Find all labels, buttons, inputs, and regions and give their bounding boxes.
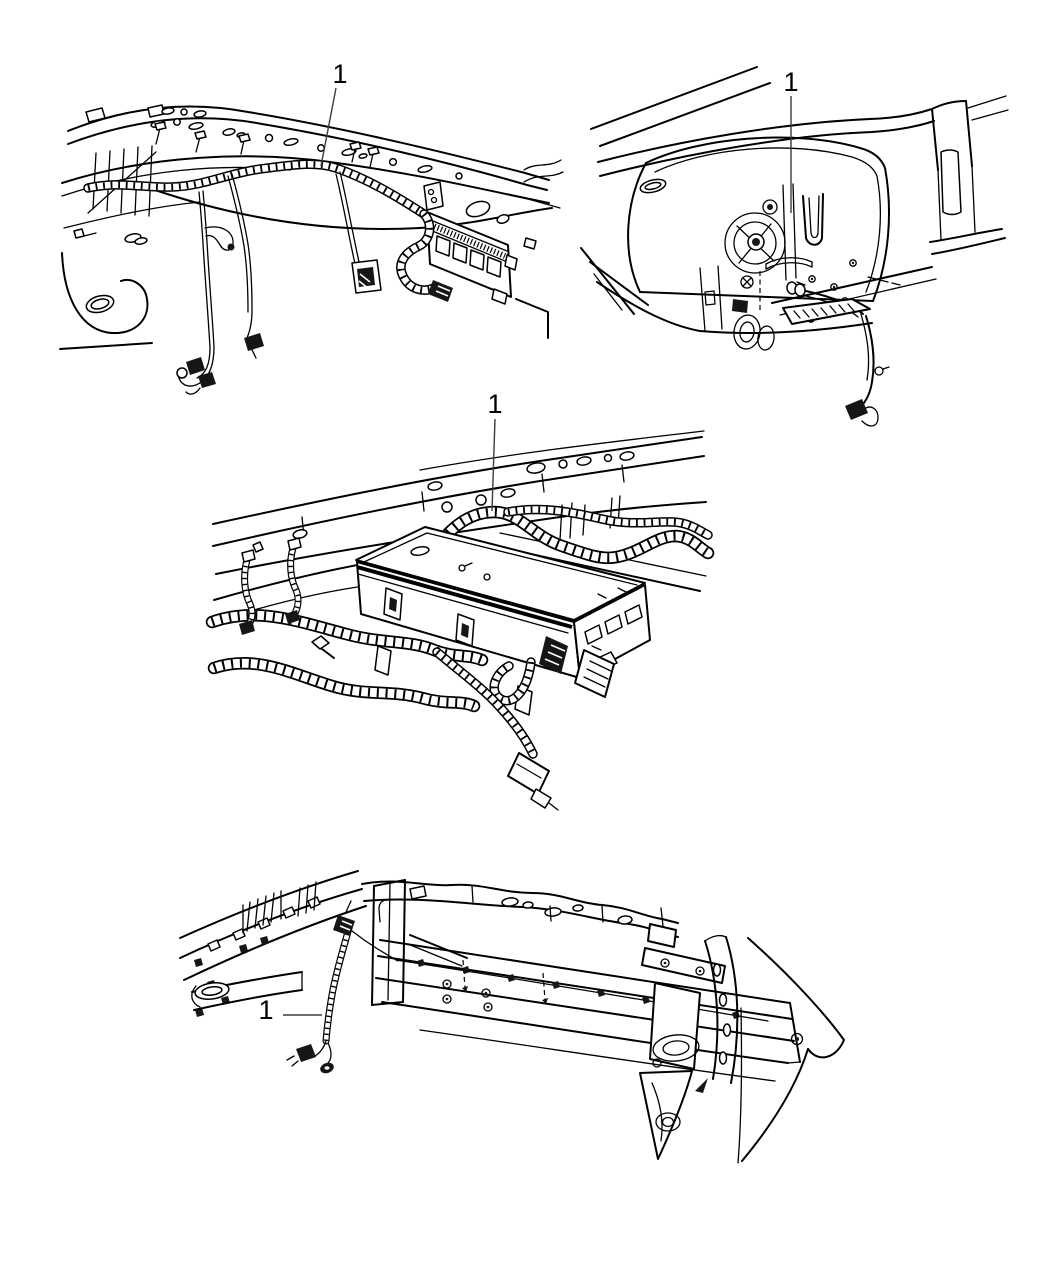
- dark-connector-block: [539, 636, 568, 674]
- inline-connector: [507, 752, 559, 811]
- fender-wheel-arch: [627, 136, 890, 302]
- bulb-connector: [786, 281, 806, 297]
- connector-plug: [574, 645, 615, 698]
- rail-tab: [85, 107, 106, 123]
- view-fender-headlamp-harness: [580, 66, 1009, 427]
- direction-arrow: [695, 1078, 708, 1093]
- ecm-pin-strip: [429, 222, 507, 259]
- radiator-support-post: [929, 95, 1009, 255]
- adjuster-handle: [765, 257, 813, 270]
- rail-slots: [207, 896, 321, 952]
- pdc-cover-seam: [356, 565, 573, 629]
- view-pdc-harness: [212, 430, 708, 811]
- mounting-bolt: [311, 635, 335, 659]
- harness-studs: [154, 121, 380, 168]
- callout-view-d: 1: [258, 995, 322, 1025]
- callout-leader-line: [491, 418, 496, 512]
- hanging-branch-wires: [176, 173, 264, 395]
- harness-strap: [239, 549, 256, 635]
- fender-support-right: [704, 934, 845, 1164]
- engine-control-module: [423, 181, 518, 305]
- ecm-connector: [428, 280, 453, 302]
- corrugated-harness-tube: [214, 663, 474, 706]
- callout-label: 1: [332, 59, 347, 89]
- callout-view-b: 1: [783, 67, 799, 213]
- pigtail-connector: [296, 1044, 316, 1062]
- harness-strap: [285, 537, 302, 624]
- rail-holes: [252, 451, 635, 553]
- view-engine-compartment-harness: [59, 104, 564, 395]
- callout-label: 1: [783, 67, 798, 97]
- wire-end-connector: [845, 399, 868, 420]
- air-dam-flap: [639, 1070, 708, 1160]
- pigtail-harness: [286, 900, 399, 1074]
- callout-view-c: 1: [487, 389, 503, 512]
- corrugated-harness-tube: [88, 164, 424, 214]
- callout-label: 1: [487, 389, 502, 419]
- frame-bracket-right: [641, 907, 726, 1070]
- slotted-support-tray: [782, 298, 871, 325]
- beam-harness-run: [395, 959, 769, 1022]
- view-frame-front-harness: [179, 870, 845, 1164]
- radiator-closure-bar: [361, 880, 679, 938]
- callout-leader-line: [320, 87, 337, 167]
- headlamp-jumper-wire: [845, 313, 890, 427]
- corner-reference-mark: [515, 298, 549, 339]
- headlamp-bucket: [724, 199, 786, 274]
- callout-label: 1: [258, 995, 273, 1025]
- pillar-hatching: [242, 881, 317, 934]
- headlamp-u-slot: [802, 193, 824, 246]
- branch-connector-plug: [335, 171, 382, 294]
- callout-view-a: 1: [320, 59, 348, 167]
